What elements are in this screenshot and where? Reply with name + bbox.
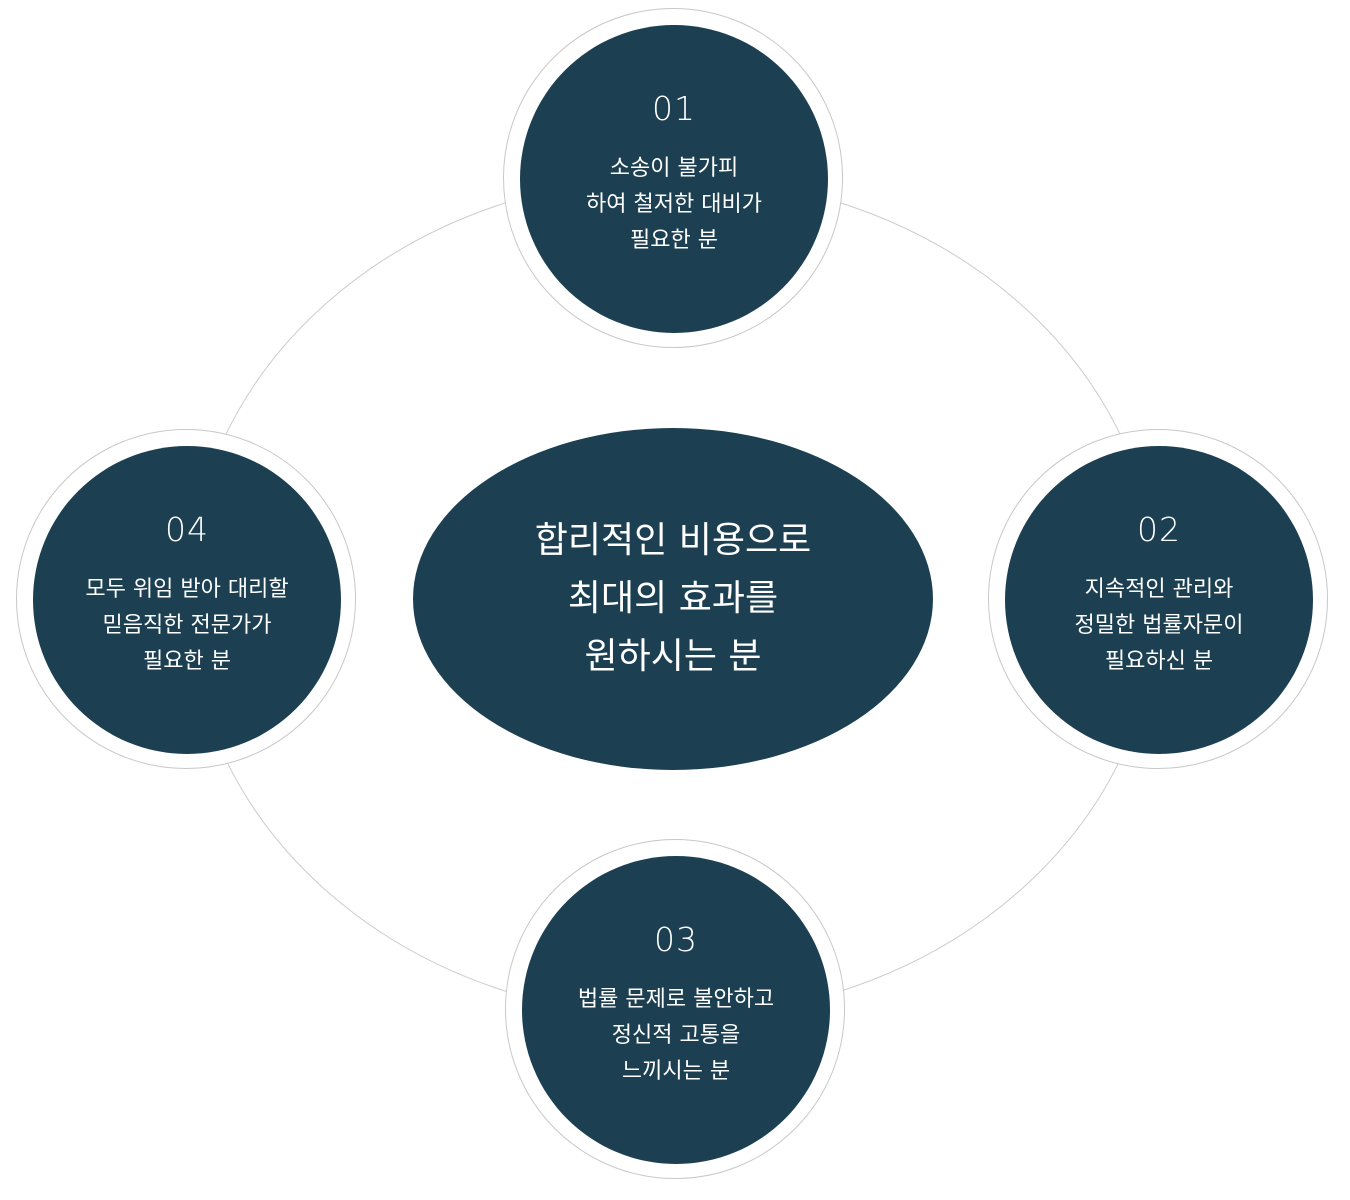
node-line: 소송이 불가피 bbox=[609, 156, 739, 181]
center-line: 최대의 효과를 bbox=[567, 578, 779, 619]
node-line: 필요한 분 bbox=[143, 649, 231, 674]
node-number: 03 bbox=[654, 920, 698, 959]
center-line: 합리적인 비용으로 bbox=[534, 520, 812, 561]
node-number: 01 bbox=[652, 89, 696, 128]
node-line: 정신적 고통을 bbox=[611, 1023, 741, 1048]
node-line: 정밀한 법률자문이 bbox=[1074, 613, 1244, 638]
node-line: 필요하신 분 bbox=[1104, 649, 1214, 674]
node-03: 03 법률 문제로 불안하고 정신적 고통을 느끼시는 분 bbox=[505, 839, 845, 1179]
node-line: 믿음직한 전문가가 bbox=[102, 613, 272, 638]
node-line: 법률 문제로 불안하고 bbox=[577, 987, 775, 1012]
node-line: 지속적인 관리와 bbox=[1084, 577, 1234, 602]
node-number: 02 bbox=[1137, 510, 1181, 549]
node-01: 01 소송이 불가피 하여 철저한 대비가 필요한 분 bbox=[503, 8, 843, 348]
center-ellipse: 합리적인 비용으로 최대의 효과를 원하시는 분 bbox=[413, 428, 933, 770]
node-line: 모두 위임 받아 대리할 bbox=[85, 577, 289, 602]
node-line: 하여 철저한 대비가 bbox=[586, 192, 762, 217]
center-line: 원하시는 분 bbox=[584, 636, 762, 677]
node-02: 02 지속적인 관리와 정밀한 법률자문이 필요하신 분 bbox=[988, 429, 1328, 769]
node-line: 필요한 분 bbox=[630, 228, 718, 253]
node-04: 04 모두 위임 받아 대리할 믿음직한 전문가가 필요한 분 bbox=[16, 429, 356, 769]
node-line: 느끼시는 분 bbox=[621, 1059, 731, 1084]
node-number: 04 bbox=[165, 510, 209, 549]
